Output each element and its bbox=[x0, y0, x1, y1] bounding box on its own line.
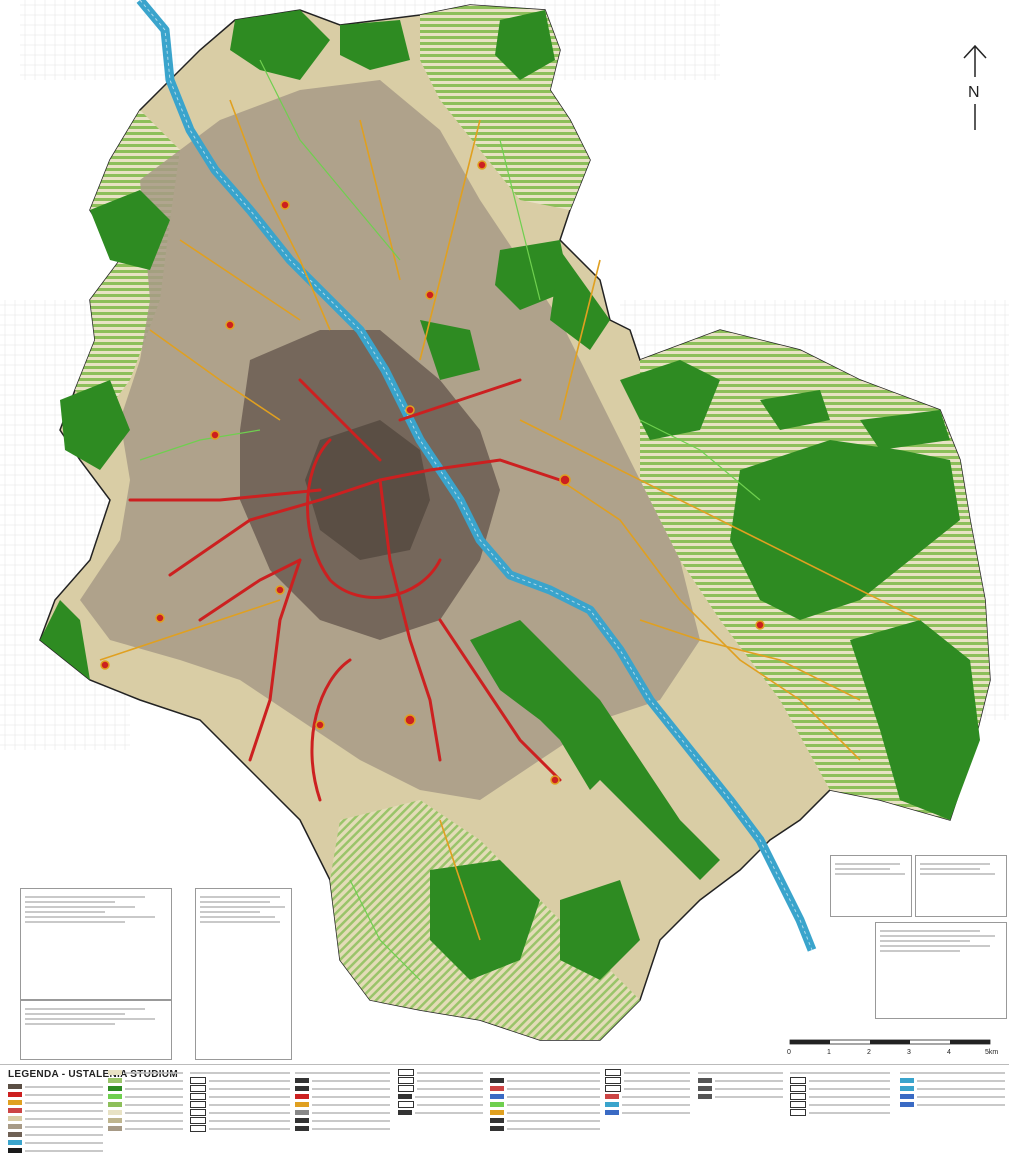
scale-tick-3: 3 bbox=[907, 1049, 911, 1056]
scale-tick-0: 0 bbox=[787, 1049, 791, 1056]
legend-column-6 bbox=[490, 1069, 600, 1159]
stamp-panel-left-2 bbox=[20, 1000, 172, 1060]
legend-panel: LEGENDA - USTALENIA STUDIUM bbox=[0, 1064, 1009, 1163]
legend-column-5 bbox=[398, 1069, 483, 1159]
scale-tick-1: 1 bbox=[827, 1049, 831, 1056]
stamp-panel-left-1 bbox=[20, 888, 172, 1000]
city-center-core bbox=[305, 420, 430, 560]
main-roads bbox=[128, 378, 562, 802]
vistula-river-bank bbox=[139, 0, 813, 951]
scale-unit: 5km bbox=[985, 1049, 999, 1056]
secondary-roads bbox=[99, 99, 921, 941]
stamp-panel-middle bbox=[195, 888, 292, 1060]
forest-areas bbox=[40, 10, 980, 980]
legend-column-2 bbox=[108, 1069, 183, 1159]
transport-nodes bbox=[100, 160, 765, 785]
legend-column-4 bbox=[295, 1069, 390, 1159]
scale-tick-4: 4 bbox=[947, 1049, 951, 1056]
north-arrow-icon bbox=[963, 44, 987, 130]
legend-column-3 bbox=[190, 1069, 290, 1159]
scale-tick-2: 2 bbox=[867, 1049, 871, 1056]
legend-column-8 bbox=[698, 1069, 783, 1159]
green-corridors bbox=[139, 59, 761, 981]
north-label: N bbox=[968, 84, 980, 101]
stamp-panel-right-1 bbox=[830, 855, 912, 917]
legend-column-7 bbox=[605, 1069, 690, 1159]
legend-column-10 bbox=[900, 1069, 1005, 1159]
legend-title: LEGENDA - USTALENIA STUDIUM bbox=[8, 1069, 178, 1080]
scale-bar bbox=[789, 1039, 991, 1045]
study-map bbox=[0, 0, 1009, 1045]
stamp-panel-right-2 bbox=[915, 855, 1007, 917]
legend-column-1 bbox=[8, 1083, 103, 1173]
stamp-panel-right-3 bbox=[875, 922, 1007, 1019]
legend-column-9 bbox=[790, 1069, 890, 1159]
